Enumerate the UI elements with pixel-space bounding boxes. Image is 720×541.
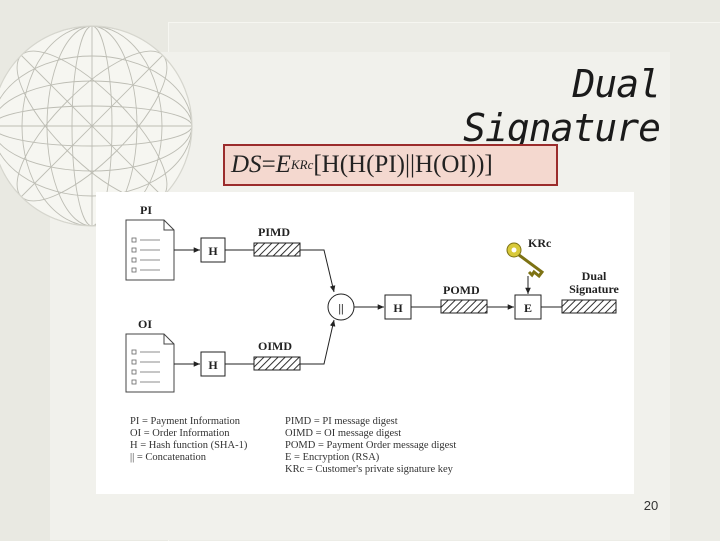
legend-right-4: E = Encryption (RSA) bbox=[285, 452, 380, 463]
document-oi-icon bbox=[125, 333, 175, 393]
document-pi-icon bbox=[125, 219, 175, 281]
hash-label-pi: H bbox=[208, 244, 218, 258]
legend-left-2: OI = Order Information bbox=[130, 428, 230, 439]
dual-signature-diagram: PI H PIMD OI bbox=[96, 192, 634, 494]
concat-label: || bbox=[338, 301, 343, 315]
hash-box-pi bbox=[200, 237, 226, 263]
encrypt-label: E bbox=[524, 301, 532, 315]
label-signature: Signature bbox=[569, 282, 619, 296]
legend-left-3: H = Hash function (SHA-1) bbox=[130, 440, 248, 451]
hash-box-combined bbox=[384, 294, 412, 320]
formula-lhs: DS bbox=[231, 151, 262, 178]
label-dual: Dual bbox=[582, 269, 607, 283]
encrypt-box bbox=[514, 294, 542, 320]
pomd-digest-bar bbox=[440, 299, 488, 314]
hash-label-oi: H bbox=[208, 358, 218, 372]
page-number: 20 bbox=[643, 498, 659, 513]
slide-title: Dual Signature bbox=[463, 62, 661, 150]
private-key-icon bbox=[506, 242, 545, 279]
legend-left-1: PI = Payment Information bbox=[130, 416, 241, 427]
pimd-digest-bar bbox=[253, 242, 301, 257]
legend-right-3: POMD = Payment Order message digest bbox=[285, 440, 456, 451]
dual-signature-bar bbox=[561, 299, 617, 314]
label-oimd: OIMD bbox=[258, 339, 292, 353]
legend-right-1: PIMD = PI message digest bbox=[285, 416, 398, 427]
label-pomd: POMD bbox=[443, 283, 480, 297]
hash-label-combined: H bbox=[393, 301, 403, 315]
formula-key-subscript: KRc bbox=[290, 157, 314, 172]
legend-right-2: OIMD = OI message digest bbox=[285, 428, 401, 439]
formula-equals: = bbox=[261, 151, 276, 178]
legend-left-4: || = Concatenation bbox=[130, 452, 207, 463]
oimd-digest-bar bbox=[253, 356, 301, 371]
label-pi: PI bbox=[140, 203, 152, 217]
formula-encrypt: E bbox=[275, 151, 291, 178]
label-key: KRc bbox=[528, 236, 552, 250]
label-oi: OI bbox=[138, 317, 152, 331]
formula-rhs: [H(H(PI)||H(OI))] bbox=[313, 151, 493, 178]
globe-decoration bbox=[0, 25, 193, 227]
legend-right-5: KRc = Customer's private signature key bbox=[285, 464, 454, 475]
label-pimd: PIMD bbox=[258, 225, 290, 239]
